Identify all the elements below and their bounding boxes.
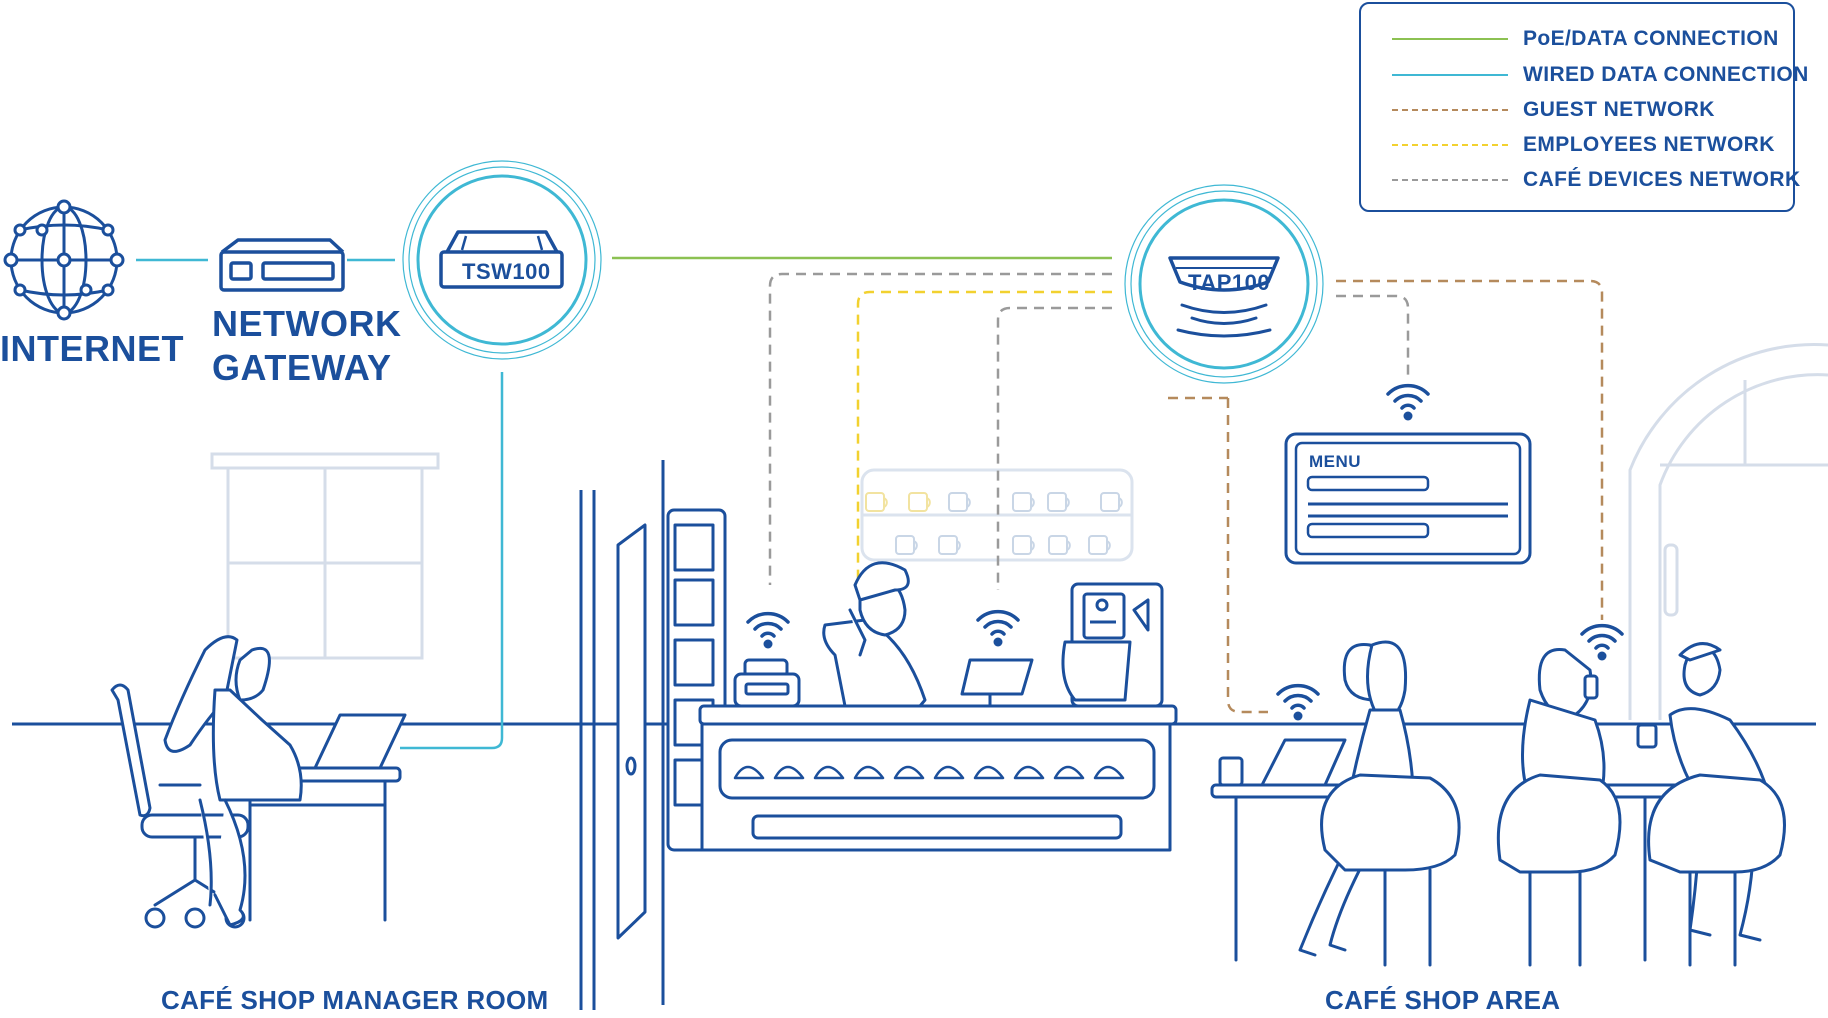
barista-figure <box>822 561 927 708</box>
pastry-counter <box>698 704 1178 852</box>
shop-area-label: CAFÉ SHOP AREA <box>1325 985 1561 1015</box>
customer-laptop-table <box>1210 640 1461 967</box>
switch-icon <box>402 160 602 360</box>
legend-swatch <box>1392 74 1508 76</box>
guest-network-links <box>1168 279 1604 714</box>
wifi-icon <box>1276 683 1320 723</box>
legend-item: PoE/DATA CONNECTION <box>1361 24 1793 54</box>
wifi-icon <box>746 611 790 651</box>
legend-item: WIRED DATA CONNECTION <box>1361 60 1808 90</box>
legend-item: EMPLOYEES NETWORK <box>1361 130 1793 160</box>
window-background <box>210 452 440 660</box>
legend-item: GUEST NETWORK <box>1361 95 1793 125</box>
legend-swatch <box>1392 144 1508 146</box>
legend: PoE/DATA CONNECTION WIRED DATA CONNECTIO… <box>1359 2 1808 212</box>
globe-icon <box>3 199 125 321</box>
legend-label: PoE/DATA CONNECTION <box>1523 27 1779 50</box>
pos-tablet <box>960 658 1034 708</box>
wifi-icon <box>976 609 1020 649</box>
legend-swatch <box>1392 38 1508 40</box>
menu-board <box>1284 432 1532 565</box>
switch-label: TSW100 <box>462 259 551 284</box>
wifi-icon <box>1580 623 1624 663</box>
employees-network-link <box>856 290 1112 580</box>
customers-table <box>1496 642 1786 967</box>
manager-desk-scene <box>110 635 407 929</box>
gateway-device-icon <box>219 238 345 292</box>
manager-room-label: CAFÉ SHOP MANAGER ROOM <box>161 985 549 1015</box>
legend-label: EMPLOYEES NETWORK <box>1523 133 1775 156</box>
legend-swatch <box>1392 179 1508 181</box>
internet-label: INTERNET <box>0 328 184 369</box>
legend-label: CAFÉ DEVICES NETWORK <box>1523 168 1801 191</box>
legend-swatch <box>1392 109 1508 111</box>
legend-label: GUEST NETWORK <box>1523 98 1715 121</box>
coffee-machine <box>1061 582 1164 708</box>
access-point-icon <box>1124 184 1324 384</box>
menu-board-label: MENU <box>1309 452 1362 471</box>
legend-item: CAFÉ DEVICES NETWORK <box>1361 165 1800 195</box>
cash-register <box>733 658 801 708</box>
cafe-devices-network-links <box>768 272 1410 590</box>
gateway-label-line2: GATEWAY <box>212 347 392 388</box>
wired-data-connections <box>136 258 504 750</box>
arched-door-background <box>1628 343 1828 720</box>
wifi-icon <box>1386 383 1430 423</box>
gateway-label-line1: NETWORK <box>212 303 402 344</box>
access-point-label: TAP100 <box>1188 270 1271 295</box>
legend-label: WIRED DATA CONNECTION <box>1523 63 1809 86</box>
